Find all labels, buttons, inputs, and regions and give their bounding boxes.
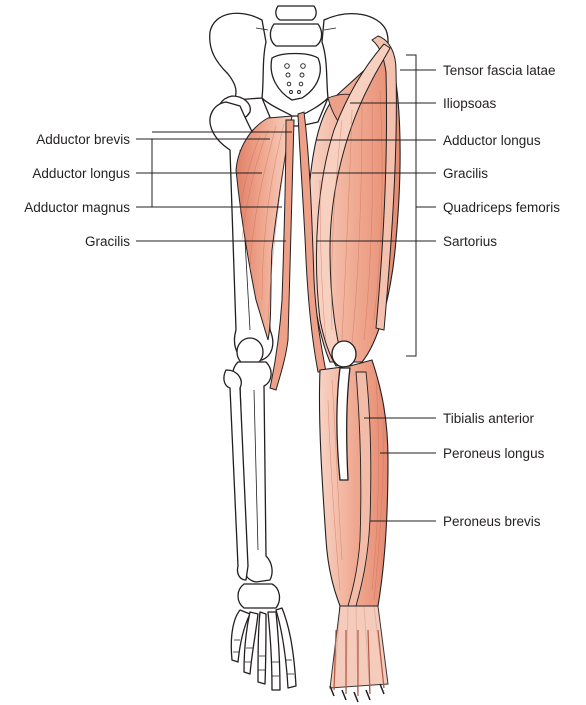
labels-right: Tensor fascia latae Iliopsoas Adductor l…	[443, 63, 560, 529]
sacrum	[271, 54, 320, 101]
label-adductor-longus-right: Adductor longus	[443, 133, 541, 148]
label-tibialis-anterior: Tibialis anterior	[443, 411, 535, 426]
label-peroneus-brevis: Peroneus brevis	[443, 514, 541, 529]
label-gracilis-left: Gracilis	[85, 234, 130, 249]
left-ilium	[210, 13, 266, 100]
lumbar-vertebra-l5	[270, 24, 321, 46]
label-iliopsoas: Iliopsoas	[443, 96, 497, 111]
right-foot-tendons	[330, 606, 388, 702]
right-lower-leg-muscles	[319, 360, 388, 606]
label-peroneus-longus: Peroneus longus	[443, 446, 545, 461]
left-leg	[210, 102, 296, 690]
right-patella	[332, 341, 356, 367]
right-leg	[298, 36, 400, 702]
label-adductor-magnus: Adductor magnus	[24, 200, 130, 215]
lumbar-vertebra-l4	[276, 6, 316, 20]
labels-left: Adductor brevis Adductor longus Adductor…	[24, 132, 130, 249]
left-foot	[231, 584, 296, 690]
label-tensor-fascia-latae: Tensor fascia latae	[443, 63, 556, 78]
label-quadriceps-femoris: Quadriceps femoris	[443, 200, 560, 215]
label-gracilis-right: Gracilis	[443, 166, 488, 181]
label-adductor-brevis: Adductor brevis	[36, 132, 130, 147]
label-adductor-longus-left: Adductor longus	[32, 166, 130, 181]
label-sartorius: Sartorius	[443, 234, 497, 249]
